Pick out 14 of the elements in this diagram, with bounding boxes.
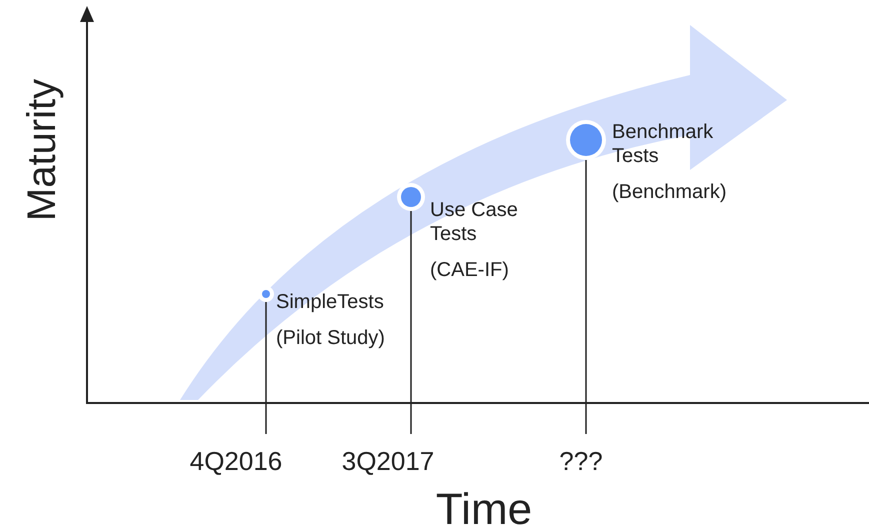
date-label: ??? <box>559 446 603 477</box>
axis-title: Time <box>436 488 532 531</box>
milestone-note: (Benchmark) <box>612 180 726 204</box>
milestone-note: (Pilot Study) <box>276 326 385 350</box>
milestone-label: SimpleTests <box>276 290 384 314</box>
leader-line <box>410 211 412 434</box>
milestone-label: Use Case Tests <box>430 198 519 246</box>
date-label: 3Q2017 <box>342 446 434 477</box>
axis-title: Maturity <box>22 78 62 222</box>
leader-line <box>585 160 587 434</box>
milestone-note: (CAE-IF) <box>430 258 509 282</box>
milestone-label: Benchmark Tests <box>612 120 714 168</box>
leader-line <box>265 302 267 434</box>
date-label: 4Q2016 <box>190 446 282 477</box>
